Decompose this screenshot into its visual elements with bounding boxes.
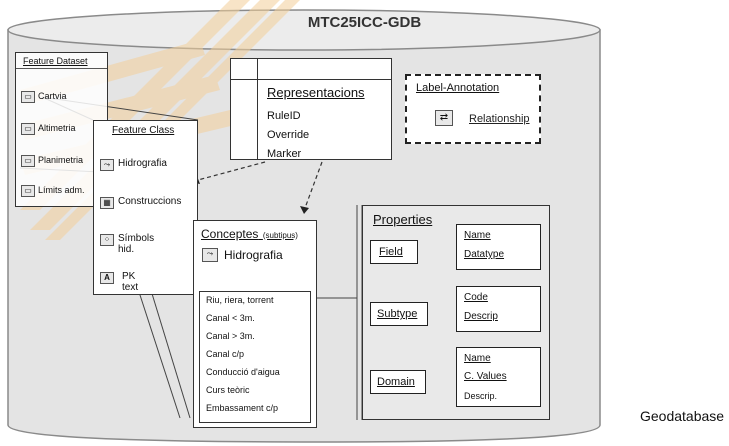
conceptes-list: Riu, riera, torrent Canal < 3m. Canal > …	[199, 291, 311, 423]
property-value: C. Values	[464, 371, 507, 382]
folder-icon: ▭	[21, 123, 35, 135]
database-title: MTC25ICC-GDB	[307, 14, 422, 31]
label-annotation-box: Label-Annotation ⇄ Relationship	[405, 74, 541, 144]
points-icon: ⁘	[100, 234, 114, 246]
relationship-icon: ⇄	[435, 110, 453, 126]
conceptes-title: Conceptes	[201, 227, 259, 241]
property-value: Name	[464, 230, 491, 241]
annotation-icon: A	[100, 272, 114, 284]
feature-class-box: Feature Class ⤳ Hidrografia ▦ Construcci…	[93, 120, 198, 295]
property-key-field[interactable]: Field	[370, 240, 418, 264]
property-key-label: Subtype	[377, 308, 418, 320]
property-value: Descrip	[464, 311, 498, 322]
property-value: Descrip.	[464, 391, 498, 401]
concept-item[interactable]: Riu, riera, torrent	[206, 295, 274, 305]
concept-item[interactable]: Canal < 3m.	[206, 313, 255, 323]
dataset-item-label: Altimetria	[38, 123, 76, 133]
feature-dataset-box: Feature Dataset ▭ Cartvia ▭ Altimetria ▭…	[15, 52, 108, 207]
class-item-label: Hidrografia	[118, 158, 167, 169]
representacions-header: Representacions	[267, 85, 365, 100]
concept-item[interactable]: Canal > 3m.	[206, 331, 255, 341]
line-icon: ⤳	[202, 248, 218, 262]
dataset-item-label: Límits adm.	[38, 185, 85, 195]
property-key-label: Domain	[377, 376, 415, 388]
representacions-item: Marker	[267, 148, 302, 159]
property-values-field: Name Datatype	[456, 224, 541, 270]
concept-item[interactable]: Canal c/p	[206, 349, 245, 359]
line-icon: ⤳	[100, 159, 114, 171]
folder-icon: ▭	[21, 155, 35, 167]
representacions-item: RuleID	[267, 110, 301, 122]
property-value: Name	[464, 353, 491, 364]
dashed-arrows	[197, 161, 323, 209]
properties-header: Properties	[373, 212, 433, 227]
property-value: Datatype	[464, 249, 505, 260]
property-value: Code	[464, 292, 488, 303]
property-values-subtype: Code Descrip	[456, 286, 541, 332]
conceptes-box: Conceptes (subtipus) ⤳ Hidrografia Riu, …	[193, 220, 317, 428]
polygon-icon: ▦	[100, 197, 114, 209]
property-values-domain: Name C. Values Descrip.	[456, 347, 541, 407]
class-item-label: PK text	[122, 271, 139, 293]
property-key-domain[interactable]: Domain	[370, 370, 426, 394]
conceptes-class-label: Hidrografia	[224, 248, 283, 262]
dataset-item-label: Cartvia	[38, 91, 67, 101]
folder-icon: ▭	[21, 185, 35, 197]
dataset-item-label: Planimetria	[38, 155, 84, 165]
folder-icon: ▭	[21, 91, 35, 103]
properties-panel: Properties Field Name Datatype Subtype C…	[362, 205, 550, 420]
conceptes-subtitle: (subtipus)	[262, 231, 298, 240]
representacions-box: Representacions RuleID Override Marker	[230, 58, 392, 160]
concept-item[interactable]: Curs teòric	[206, 385, 250, 395]
property-key-label: Field	[379, 246, 403, 258]
class-item-label: Construccions	[118, 196, 182, 207]
representacions-item: Override	[267, 129, 310, 141]
relationship-link[interactable]: Relationship	[469, 113, 530, 125]
concept-item[interactable]: Embassament c/p	[206, 403, 279, 413]
conceptes-header: Conceptes (subtipus)	[201, 225, 298, 243]
class-item-label: Símbols hid.	[118, 233, 155, 255]
label-annotation-header: Label-Annotation	[416, 82, 500, 94]
property-key-subtype[interactable]: Subtype	[370, 302, 428, 326]
feature-dataset-header: Feature Dataset	[23, 56, 88, 66]
geodatabase-caption: Geodatabase	[640, 408, 725, 424]
concept-item[interactable]: Conducció d'aigua	[206, 367, 280, 377]
feature-class-header: Feature Class	[112, 125, 175, 136]
